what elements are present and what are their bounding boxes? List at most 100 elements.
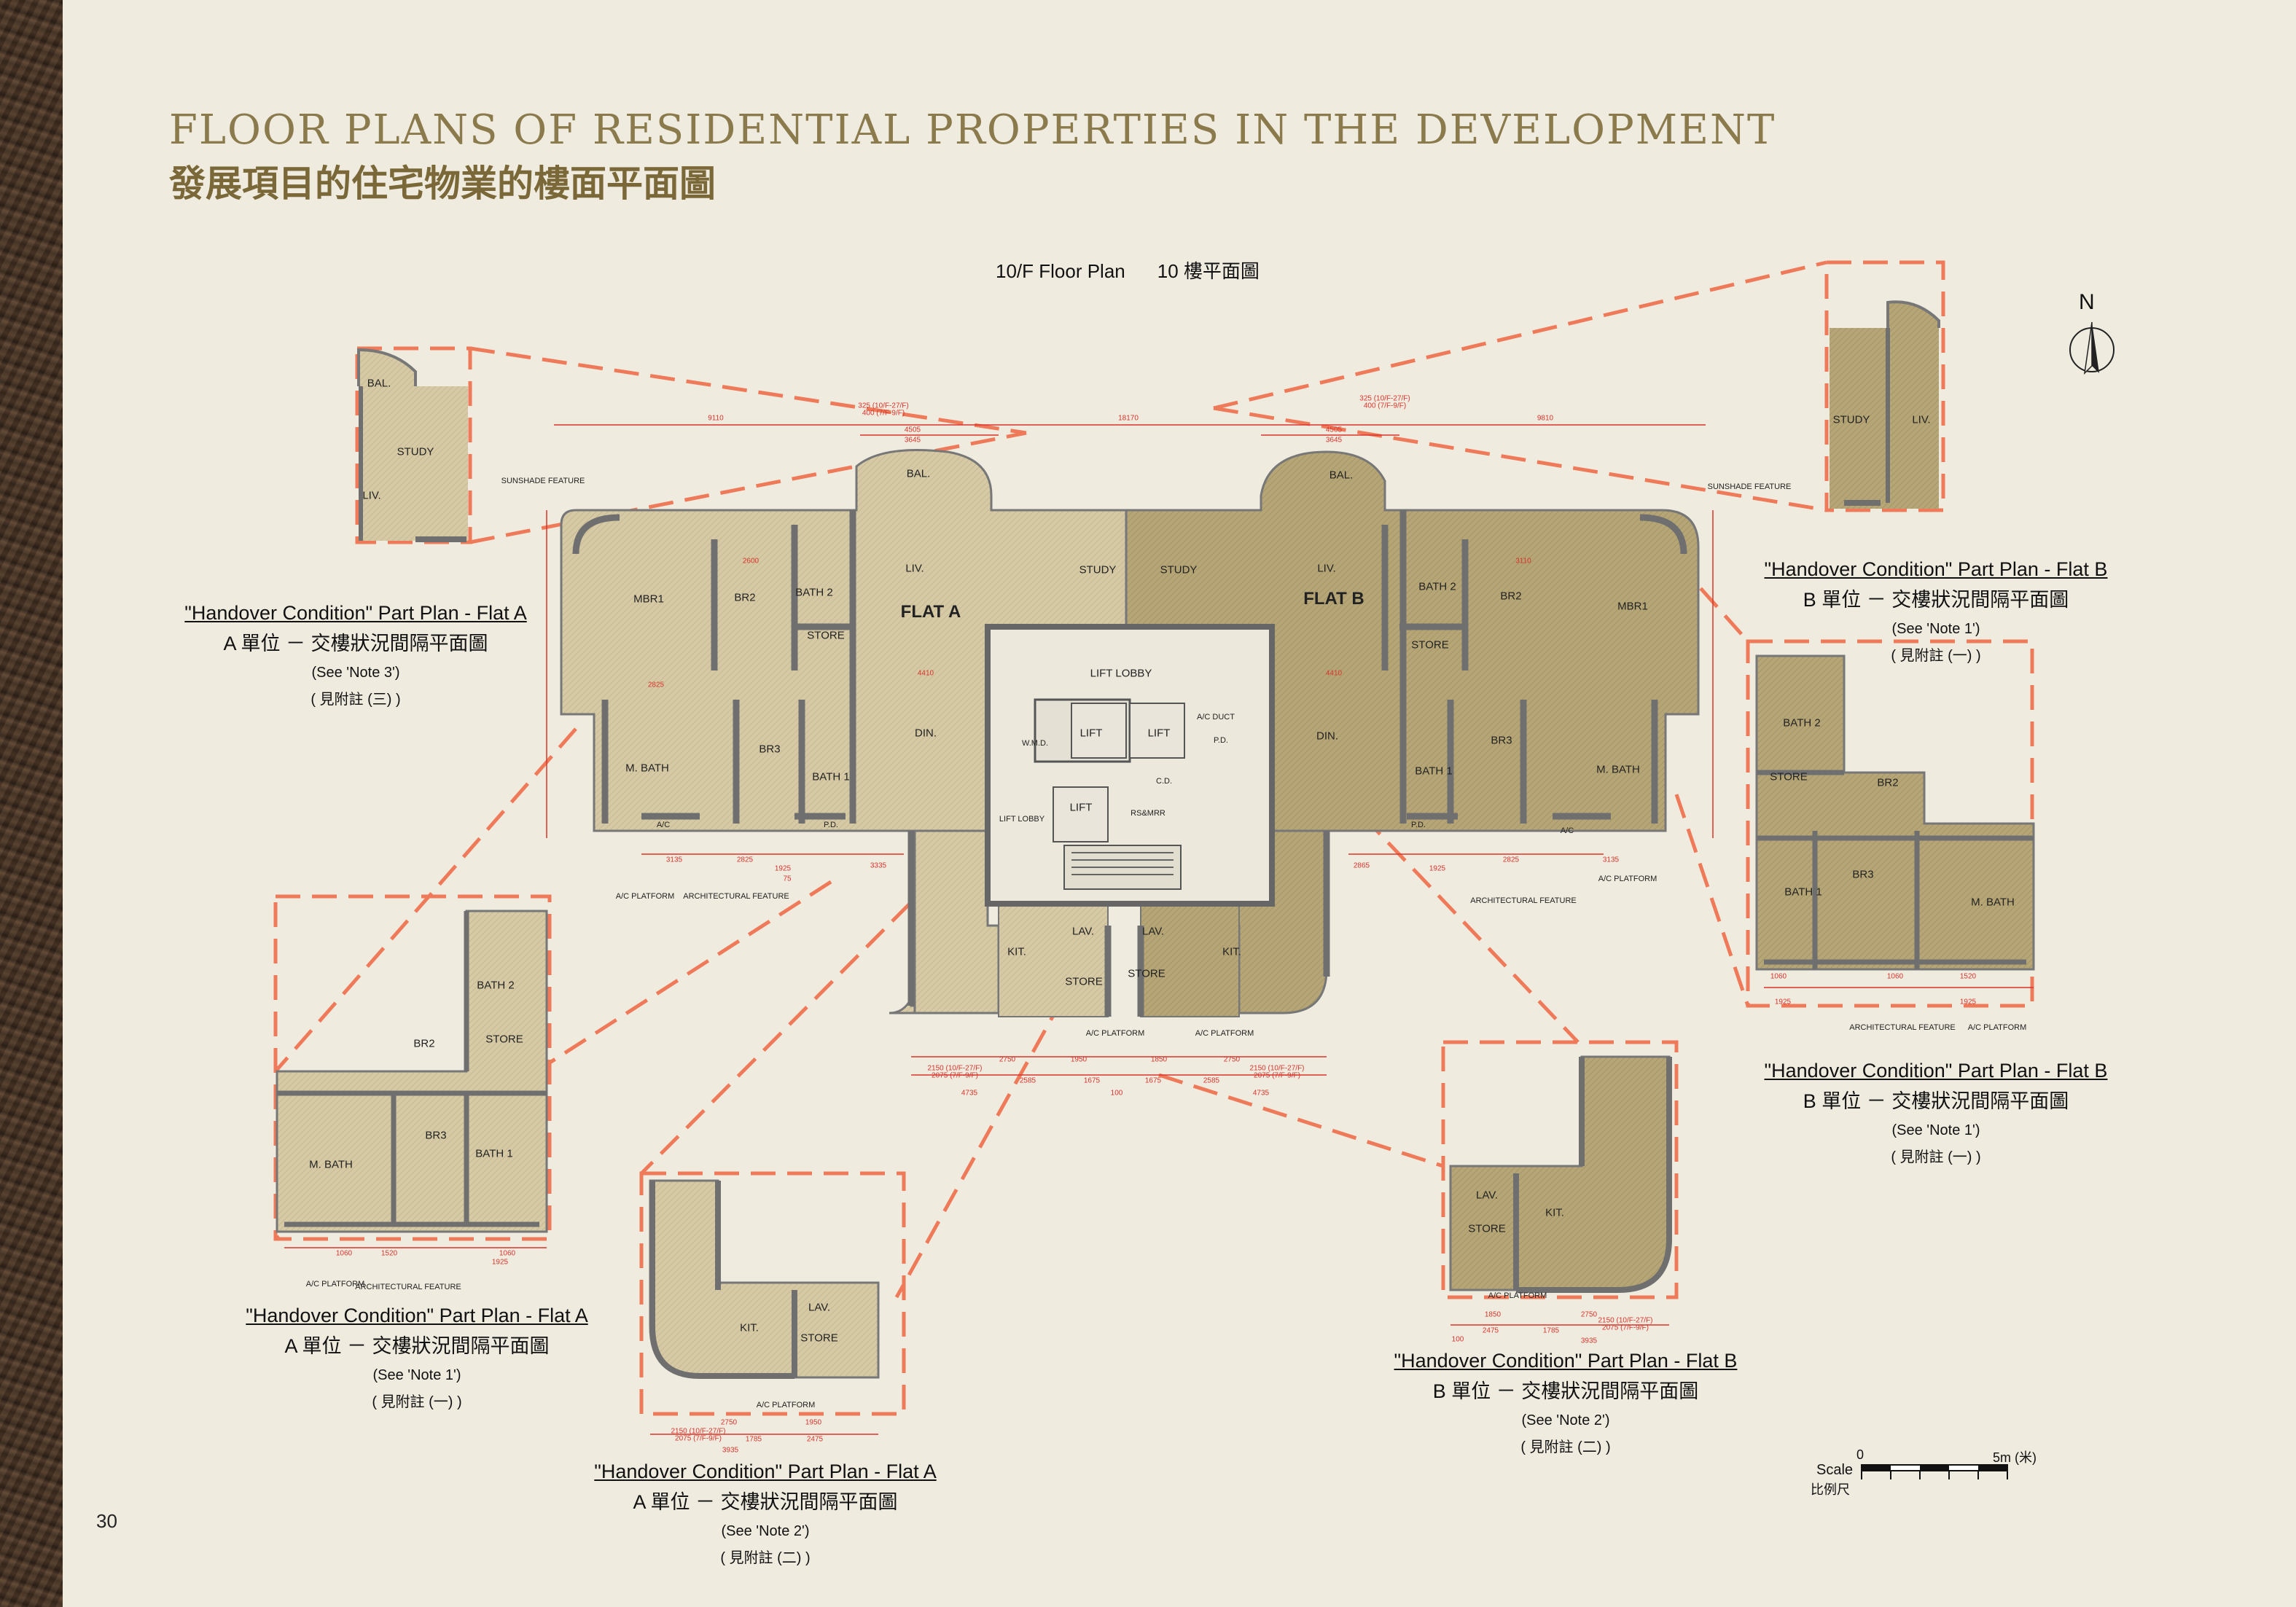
label-br2-a: BR2 <box>734 591 756 604</box>
label-mbath-a: M. BATH <box>625 762 669 775</box>
label-store-kit-b: STORE <box>1128 967 1165 980</box>
caption-note: (See 'Note 3') <box>311 665 400 681</box>
label-pd-main-a: P.D. <box>824 821 838 829</box>
dimension-text: 2865 <box>1353 861 1370 870</box>
label-pd-core: P.D. <box>1214 736 1228 745</box>
dimension-text: 3335 <box>870 861 887 870</box>
part-plan-flat-a-bottom <box>649 1179 880 1379</box>
label-lav-part-b: LAV. <box>1475 1189 1499 1202</box>
label-mbath-part-b: M. BATH <box>1971 896 2015 909</box>
label-store-part-a2: STORE <box>800 1332 838 1345</box>
annotation-ac-platform-b2: A/C PLATFORM <box>1195 1029 1254 1038</box>
binding-spine <box>0 0 63 1607</box>
scale-label-chinese: 比例尺 <box>1811 1482 1850 1497</box>
scale-label: Scale <box>1816 1462 1854 1478</box>
dimension-text: 100 <box>1451 1335 1464 1344</box>
dimension-text: 2150 (10/F-27/F) <box>671 1427 726 1436</box>
dimension-text: 1060 <box>1770 972 1787 981</box>
label-kit-a: KIT. <box>1007 945 1026 958</box>
dimension-text: 1785 <box>1542 1326 1560 1335</box>
caption-title: "Handover Condition" Part Plan - Flat B <box>1394 1350 1738 1372</box>
label-lift-2: LIFT <box>1147 727 1171 740</box>
dimension-text: 2475 <box>1482 1326 1499 1335</box>
page-title-chinese: 發展項目的住宅物業的樓面平面圖 <box>169 162 716 205</box>
dimension-text: 1925 <box>1429 864 1446 873</box>
window-frames <box>572 514 1687 820</box>
label-lift-lobby: LIFT LOBBY <box>1090 667 1152 680</box>
label-br3-a: BR3 <box>759 743 781 756</box>
label-kit-b: KIT. <box>1222 945 1241 958</box>
scale-end: 5m (米) <box>1993 1450 2037 1465</box>
label-wmd: W.M.D. <box>1021 739 1049 748</box>
dimension-text: 2150 (10/F-27/F) <box>927 1064 983 1073</box>
label-mbr1-a: MBR1 <box>633 593 664 606</box>
label-bal-a: BAL. <box>906 467 931 480</box>
label-lift-1: LIFT <box>1079 727 1103 740</box>
label-bal-part-a: BAL. <box>367 377 391 390</box>
north-arrow-icon <box>2069 321 2115 375</box>
annotation-ac-platform-b: A/C PLATFORM <box>1598 875 1657 883</box>
label-br3-b: BR3 <box>1491 734 1512 747</box>
caption-title: "Handover Condition" Part Plan - Flat B <box>1764 558 2108 580</box>
label-store-part-b2: STORE <box>1468 1222 1506 1235</box>
dimension-text: 3935 <box>1580 1337 1598 1345</box>
label-bath2-b: BATH 2 <box>1418 580 1456 593</box>
caption-flat-a-note3: "Handover Condition" Part Plan - Flat A … <box>173 602 538 708</box>
label-study-part-b: STUDY <box>1832 413 1870 426</box>
label-kit-part-a: KIT. <box>740 1321 759 1334</box>
label-br2-part-b: BR2 <box>1877 776 1899 789</box>
dimension-text: 2825 <box>647 681 665 689</box>
caption-flat-b-top: "Handover Condition" Part Plan - Flat B … <box>1754 558 2118 665</box>
annotation-arch-feature-b: ARCHITECTURAL FEATURE <box>1470 896 1577 905</box>
annotation-ac-platform-a: A/C PLATFORM <box>615 892 675 901</box>
caption-subtitle: A 單位 － 交樓狀況間隔平面圖 <box>633 1491 898 1513</box>
dimension-text: 75 <box>783 875 792 883</box>
main-plan-walls <box>601 510 1658 1017</box>
label-mbath-b: M. BATH <box>1596 763 1640 776</box>
label-kit-part-b: KIT. <box>1545 1206 1564 1219</box>
caption-flat-b-middle: "Handover Condition" Part Plan - Flat B … <box>1754 1060 2118 1166</box>
dimension-text: 2075 (7/F-9/F) <box>932 1071 978 1080</box>
label-lift-lobby-side: LIFT LOBBY <box>999 815 1045 824</box>
dimension-text: 1950 <box>1070 1055 1088 1064</box>
dimension-text: 2075 (7/F-9/F) <box>1254 1071 1300 1080</box>
scale-start: 0 <box>1856 1447 1864 1462</box>
caption-note: (See 'Note 2') <box>1521 1412 1610 1428</box>
label-mbath-part-a: M. BATH <box>309 1158 353 1171</box>
label-rs-mrr: RS&MRR <box>1131 809 1165 818</box>
label-store-part-b: STORE <box>1770 770 1808 783</box>
dimension-text: 1925 <box>1774 998 1792 1006</box>
caption-title: "Handover Condition" Part Plan - Flat A <box>246 1305 588 1326</box>
dimension-text: 1675 <box>1144 1076 1162 1085</box>
label-lav-part-a: LAV. <box>808 1301 831 1314</box>
annotation-arch-feature-a: ARCHITECTURAL FEATURE <box>683 892 789 901</box>
caption-subtitle: B 單位 － 交樓狀況間隔平面圖 <box>1803 1090 2069 1112</box>
dimension-text: 2750 <box>1223 1055 1241 1064</box>
dimension-text: 1925 <box>1959 998 1977 1006</box>
dimension-text: 18170 <box>1118 414 1139 423</box>
dimension-text: 2585 <box>1203 1076 1220 1085</box>
caption-note-zh: ( 見附註 (二) ) <box>1520 1439 1611 1455</box>
label-mbr1-b: MBR1 <box>1617 600 1648 613</box>
label-store-b: STORE <box>1411 638 1449 652</box>
label-lav-b: LAV. <box>1141 925 1165 938</box>
label-br2-part-a: BR2 <box>413 1037 435 1050</box>
label-ac-main-b: A/C <box>1560 826 1574 835</box>
label-study-part-a: STUDY <box>397 445 434 458</box>
label-bath1-b: BATH 1 <box>1415 765 1453 778</box>
label-din-a: DIN. <box>915 727 937 740</box>
dimension-text: 2150 (10/F-27/F) <box>1598 1316 1653 1325</box>
north-label: N <box>2079 290 2095 314</box>
caption-note-zh: ( 見附註 (一) ) <box>1891 648 1981 664</box>
dimension-text: 3110 <box>1515 557 1531 566</box>
annotation-ac-platform-a2: A/C PLATFORM <box>1085 1029 1145 1038</box>
label-lav-a: LAV. <box>1071 925 1095 938</box>
dimension-text: 3645 <box>1325 436 1343 445</box>
caption-note-zh: ( 見附註 (三) ) <box>311 692 401 708</box>
label-pd-main-b: P.D. <box>1411 821 1426 829</box>
dimension-text: 1060 <box>499 1249 516 1258</box>
dimension-text: 2475 <box>806 1435 824 1444</box>
part-plan-flat-b-top <box>1830 300 1940 509</box>
annotation-ac-platform-part-a: A/C PLATFORM <box>305 1280 365 1289</box>
